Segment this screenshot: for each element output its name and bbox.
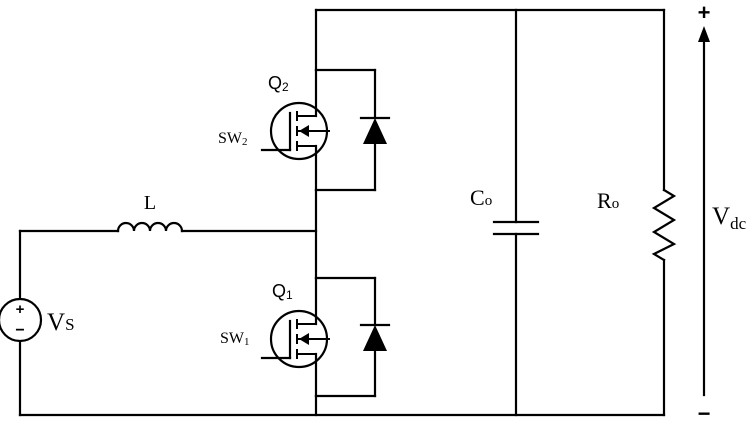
output-plus-sign: + [698,0,711,25]
inductor-label: L [144,192,156,214]
source-label: VS [47,309,75,336]
voltage-source: + − VS [0,297,75,343]
output-voltage-indicator: + − Vdc [698,0,747,423]
q2-diode-triangle [363,118,387,144]
inductor-coil [116,221,184,233]
q1-diode-triangle [363,325,387,351]
source-plus-sign: + [16,301,25,318]
output-capacitor: Co [470,185,540,236]
resistor-label: Ro [597,188,619,213]
q1-label: Q1 [272,281,293,302]
load-resistor: Ro [597,188,677,262]
inductor: L [116,192,184,233]
q1-body-arrow [299,333,309,345]
output-voltage-arrowhead [698,26,710,42]
sw2-gate-label: SW2 [218,130,248,148]
capacitor-label: Co [470,185,492,210]
q2-label: Q2 [268,73,289,94]
source-minus-sign: − [15,322,24,339]
output-minus-sign: − [698,401,711,423]
switch-lower: Q1 SW1 [220,276,391,398]
resistor-zigzag [651,188,677,262]
wiring [18,8,666,417]
source-circle [0,297,43,343]
q2-body-arrow [299,125,309,137]
output-voltage-label: Vdc [712,203,747,233]
sw1-gate-label: SW1 [220,330,250,348]
switch-upper: Q2 SW2 [218,68,391,192]
